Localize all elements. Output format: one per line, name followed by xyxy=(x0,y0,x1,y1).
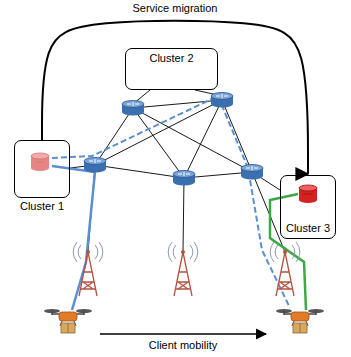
drone-client xyxy=(44,309,92,333)
router-icon xyxy=(241,165,263,180)
cluster-label: Cluster 3 xyxy=(286,222,330,235)
caption-label: Client mobility xyxy=(147,339,219,352)
cluster-box: Cluster 1 xyxy=(14,140,70,198)
router-icon xyxy=(122,101,144,116)
old-service-icon xyxy=(31,153,49,171)
drone-client xyxy=(276,309,324,333)
new-client-path xyxy=(270,194,306,310)
service-icon xyxy=(299,185,317,203)
router-icon xyxy=(211,93,233,108)
mobility-arrow xyxy=(100,333,266,335)
router-icon xyxy=(84,158,106,173)
migrated-dashed-path xyxy=(52,96,290,308)
cell-tower xyxy=(73,242,103,296)
cluster-box: Cluster 3 xyxy=(280,175,336,239)
migration-arc xyxy=(42,21,308,174)
cluster-box: Cluster 2 xyxy=(125,48,218,90)
cell-tower xyxy=(168,242,198,296)
cluster-label: Cluster 2 xyxy=(149,52,193,65)
router-icon xyxy=(173,171,195,186)
edge-label: Service migration xyxy=(131,2,220,15)
cell-tower xyxy=(270,242,300,296)
cluster-label: Cluster 1 xyxy=(20,200,64,213)
